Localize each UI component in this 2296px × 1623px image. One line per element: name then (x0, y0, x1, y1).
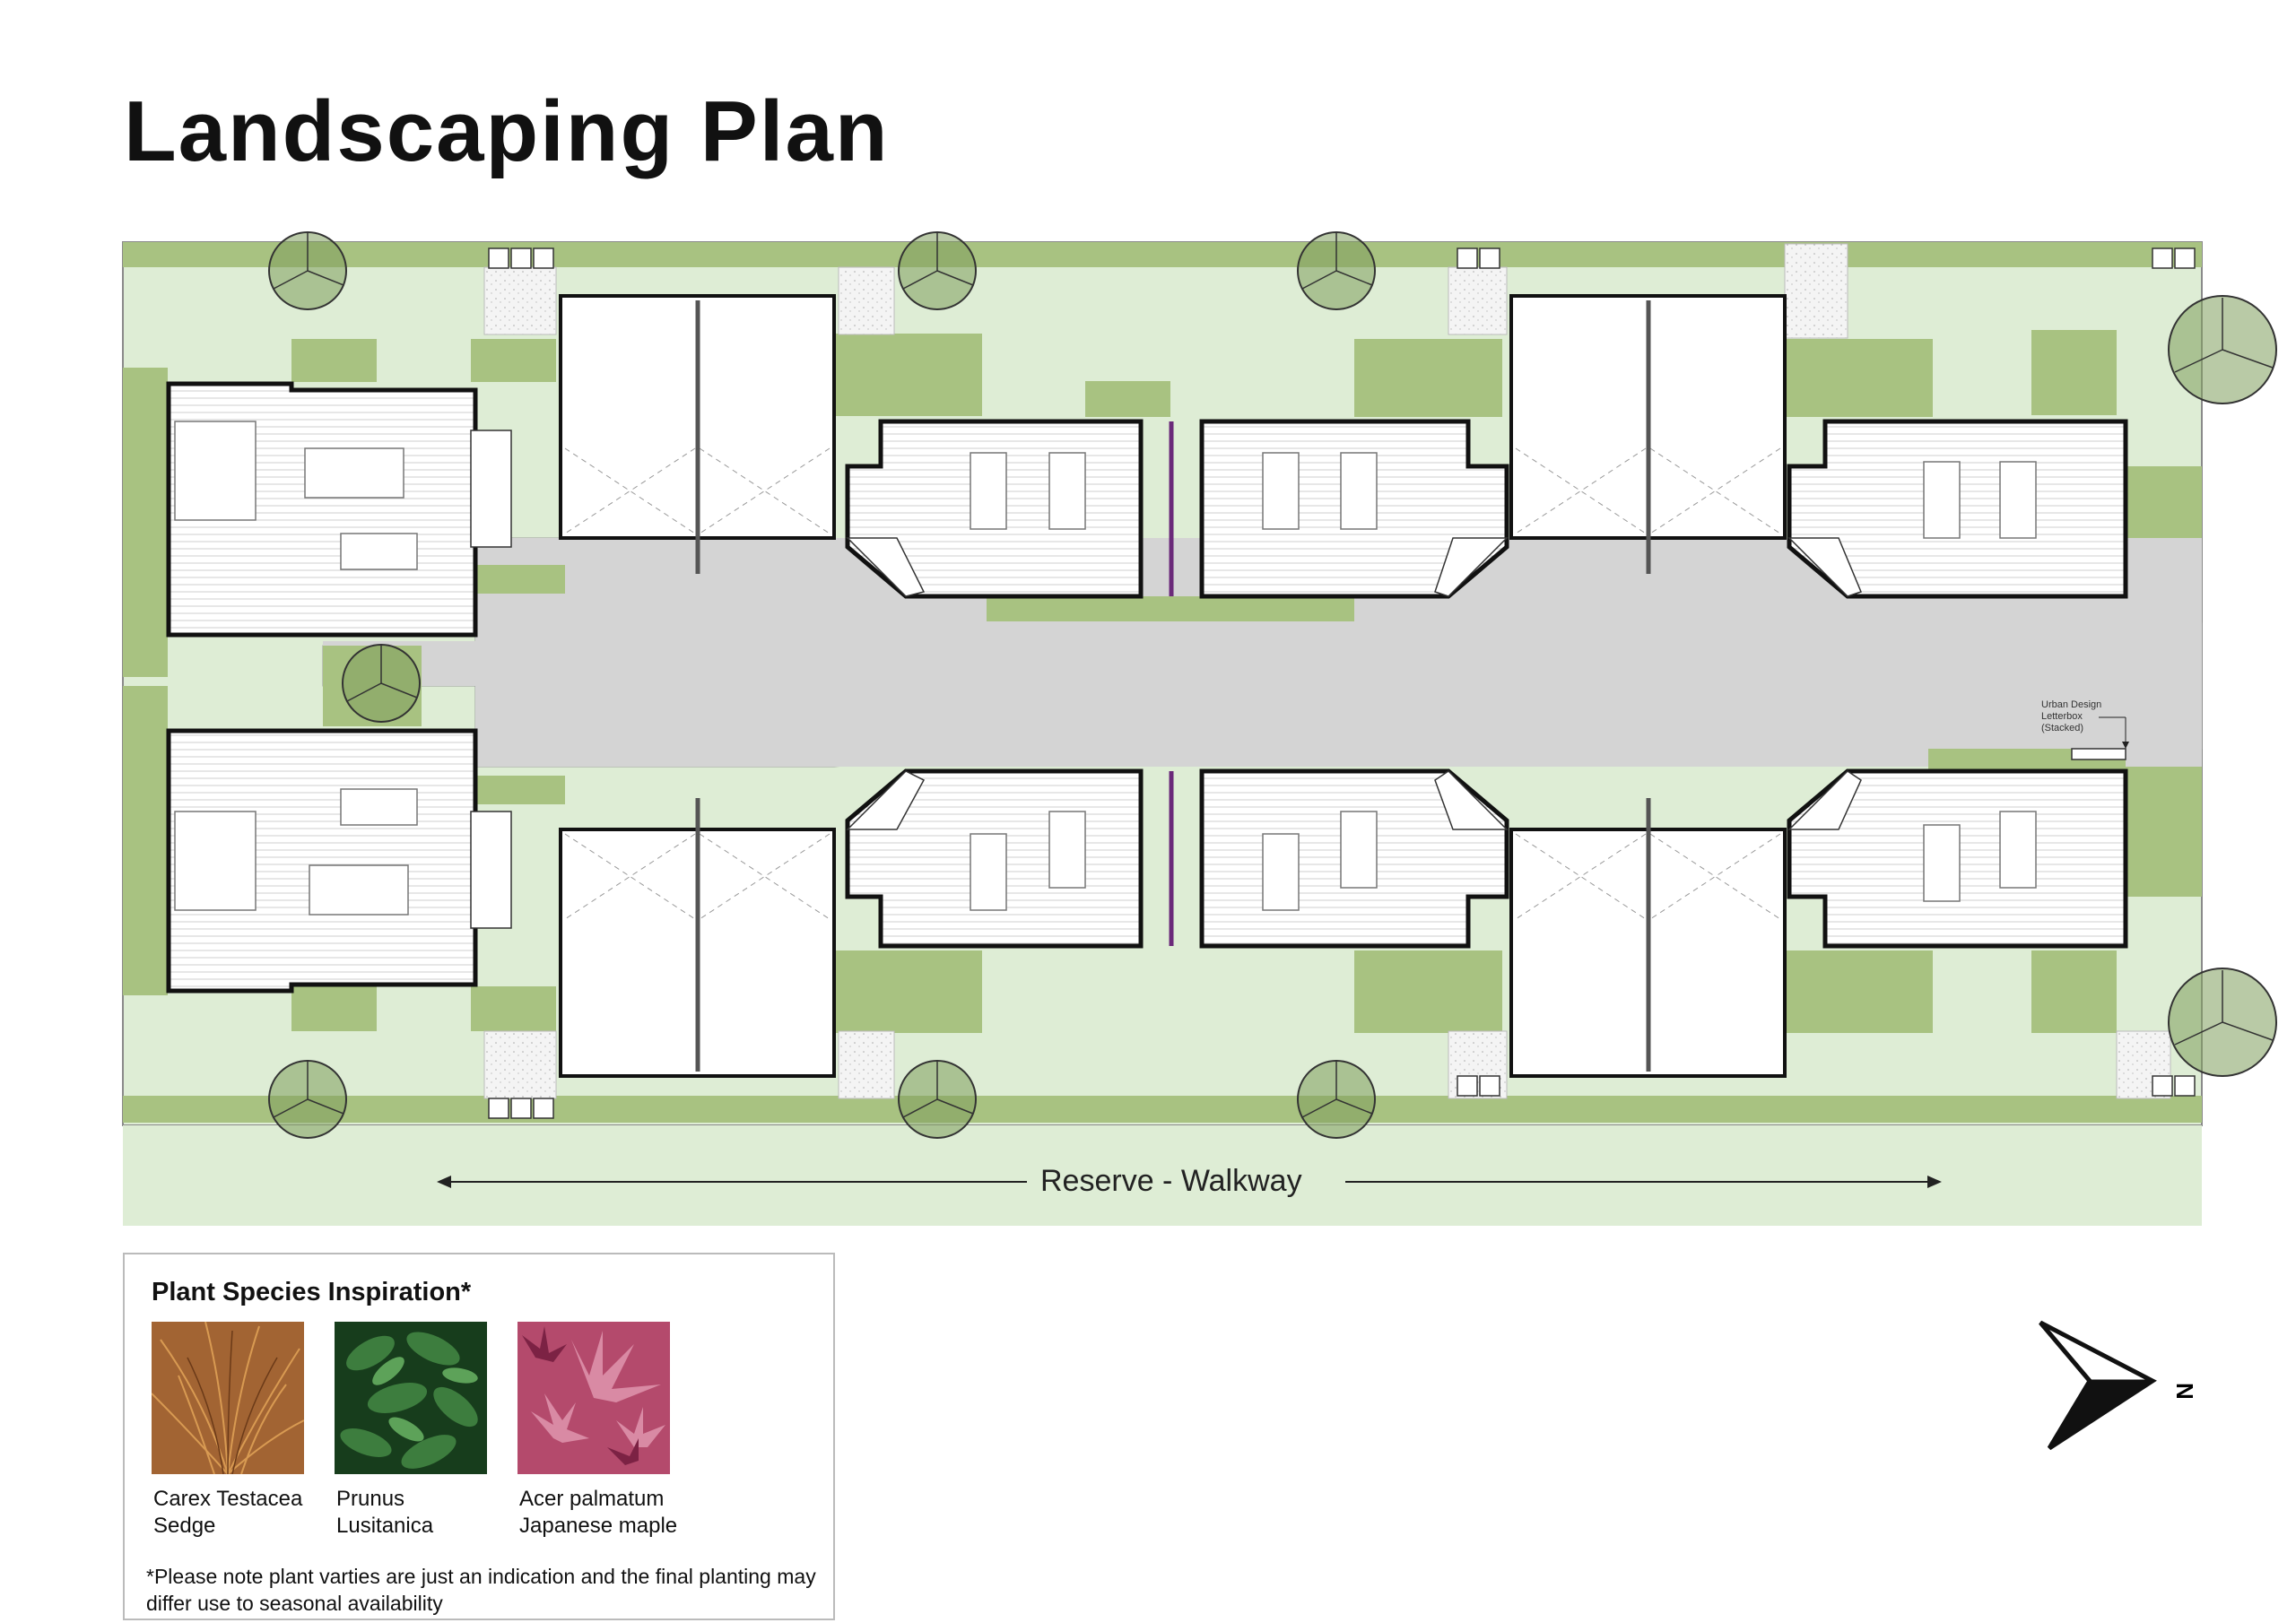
legend-title: Plant Species Inspiration* (152, 1278, 472, 1306)
plant-label-acer: Acer palmatum Japanese maple (519, 1487, 678, 1538)
prunus-lusitanica-swatch (335, 1322, 487, 1474)
plant-label-prunus: Prunus Lusitanica (336, 1487, 434, 1538)
letterbox-note: Urban Design Letterbox (Stacked) (2041, 699, 2102, 733)
carex-testacea-swatch (152, 1322, 304, 1474)
legend-note: *Please note plant varties are just an i… (146, 1565, 816, 1615)
plant-label-carex: Carex Testacea Sedge (153, 1487, 303, 1538)
planting-beds (291, 330, 2126, 1033)
plant-legend: Plant Species Inspiration* (123, 1253, 835, 1620)
acer-palmatum-swatch (517, 1322, 670, 1474)
reserve-walkway (123, 1125, 2202, 1226)
page-title: Landscaping Plan (124, 83, 890, 179)
north-label: N (2171, 1383, 2198, 1400)
north-arrow-icon: N (2039, 1320, 2198, 1451)
walkway-label: Reserve - Walkway (1040, 1164, 1302, 1198)
